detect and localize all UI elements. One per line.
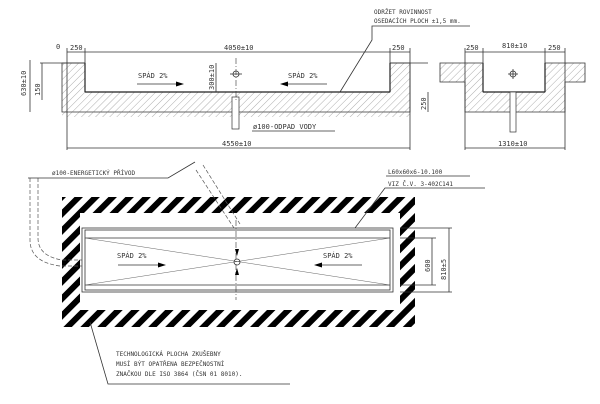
safety-note-2: MUSÍ BÝT OPATŘENA BEZPEČNOSTNÍ [116,360,225,368]
dim-zero: 0 [56,43,60,51]
dim-right-250: 250 [392,44,405,52]
cross-section: 250 250 810±10 1310±10 [439,42,586,150]
flatness-note-1: ODRŽET ROVINNOST [374,8,432,16]
drain-label: ø100-ODPAD VODY [253,123,317,131]
safety-note-3: ZNAČKOU DLE ISO 3864 (ČSN 01 8010). [116,371,242,378]
dim-slab-250: 250 [420,97,428,110]
plan-view: SPÁD 2% SPÁD 2% ø100-ENERGETICKÝ PŘÍVOD … [28,161,485,385]
hazard-frame [62,197,415,327]
plan-slope-left: SPÁD 2% [117,251,147,260]
cross-dim-1310: 1310±10 [498,140,528,148]
dim-630: 630±10 [20,71,28,96]
dim-150: 150 [34,83,42,96]
dim-4550: 4550±10 [222,140,252,148]
dim-4050: 4050±10 [224,44,254,52]
angle-note-1: L60x60x6-10.100 [388,169,443,176]
flatness-note-2: OSEDACÍCH PLOCH ±1,5 mm. [374,17,461,25]
plan-dim-810: 810±5 [440,259,448,280]
cross-dim-right: 250 [548,44,561,52]
cross-dim-left: 250 [466,44,479,52]
angle-note-2: VIZ Č.V. 3-402C141 [388,181,453,188]
drain-pipe [231,96,240,130]
safety-note-1: TECHNOLOGICKÁ PLOCHA ZKUŠEBNY [116,351,221,358]
plan-slope-right: SPÁD 2% [323,251,353,260]
slope-left-label: SPÁD 2% [138,71,168,80]
energy-label: ø100-ENERGETICKÝ PŘÍVOD [52,169,135,177]
long-section: 250 250 4050±10 4550±10 0 630±10 150 300… [20,8,470,150]
slope-right-label: SPÁD 2% [288,71,318,80]
drain-symbol-plan [233,258,241,266]
dim-left-250: 250 [70,44,83,52]
plan-dim-600: 600 [424,259,432,272]
dim-300: 300±10 [208,65,216,90]
cross-dim-810: 810±10 [502,42,527,50]
